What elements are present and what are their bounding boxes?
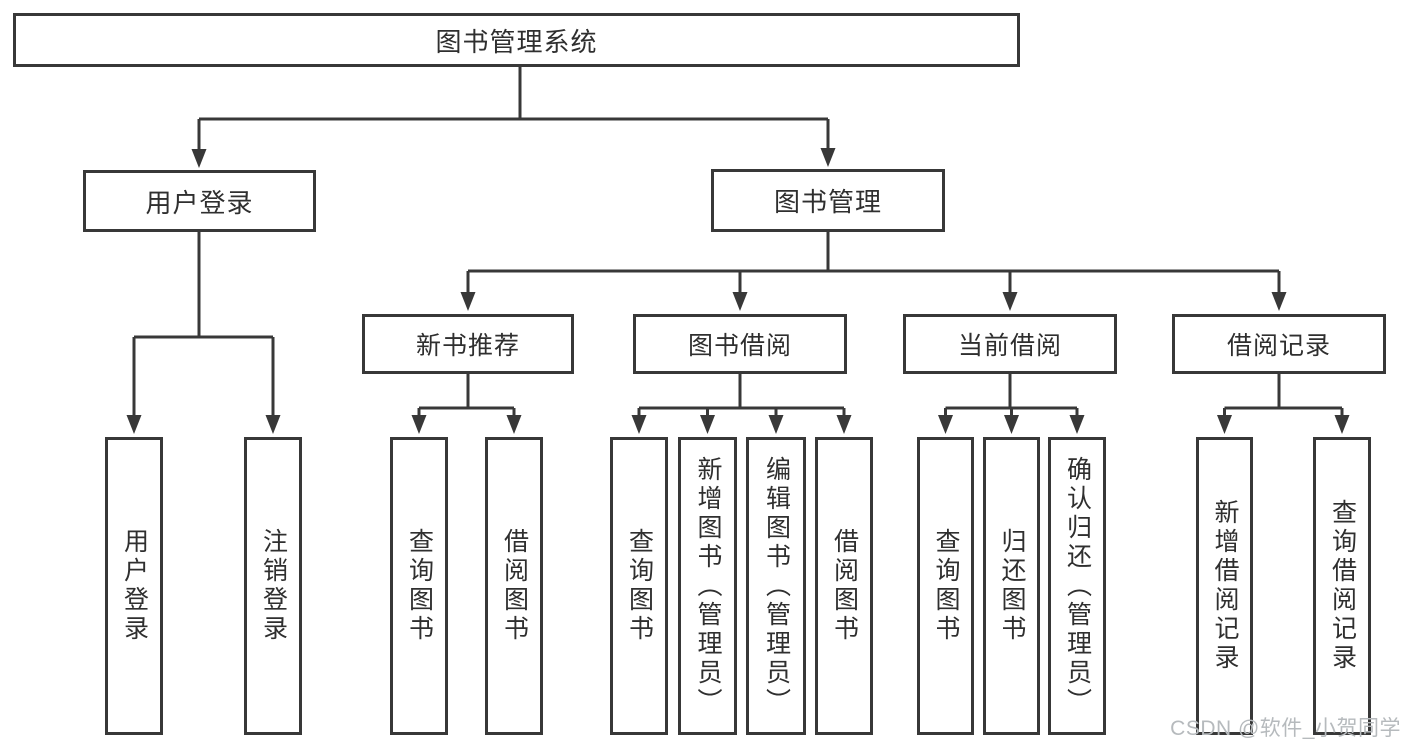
node-user-login: 用户登录 <box>83 170 316 232</box>
leaf-borrow-books-borrow: 借阅图书 <box>815 437 873 735</box>
node-label: 确认归还（管理员） <box>1063 455 1092 717</box>
node-book-management: 图书管理 <box>711 169 945 232</box>
node-label: 编辑图书（管理员） <box>762 455 791 717</box>
leaf-edit-books-admin: 编辑图书（管理员） <box>746 437 806 735</box>
node-library-management-system: 图书管理系统 <box>13 13 1020 67</box>
leaf-add-books-admin: 新增图书（管理员） <box>678 437 737 735</box>
leaf-query-books-newbook: 查询图书 <box>390 437 448 735</box>
node-label: 新书推荐 <box>415 332 520 360</box>
leaf-query-books-borrow: 查询图书 <box>610 437 668 735</box>
node-label: 查询图书 <box>625 528 654 644</box>
node-label: 归还图书 <box>998 528 1026 644</box>
node-label: 借阅记录 <box>1226 332 1331 360</box>
node-label: 查询图书 <box>932 528 960 644</box>
leaf-user-login: 用户登录 <box>105 437 163 735</box>
leaf-return-books: 归还图书 <box>983 437 1040 735</box>
node-book-borrowing: 图书借阅 <box>633 314 847 374</box>
leaf-borrow-books-newbook: 借阅图书 <box>485 437 543 735</box>
node-label: 图书管理系统 <box>435 26 598 57</box>
node-label: 借阅图书 <box>500 528 529 644</box>
node-label: 新增图书（管理员） <box>694 455 722 717</box>
node-borrowing-records: 借阅记录 <box>1172 314 1386 374</box>
node-label: 查询借阅记录 <box>1328 499 1357 673</box>
node-label: 当前借阅 <box>957 332 1062 360</box>
leaf-logout: 注销登录 <box>244 437 302 735</box>
node-label: 新增借阅记录 <box>1211 499 1239 673</box>
node-label: 用户登录 <box>145 187 254 218</box>
node-label: 图书管理 <box>773 187 882 217</box>
node-current-borrowing: 当前借阅 <box>903 314 1117 374</box>
leaf-query-books-current: 查询图书 <box>917 437 974 735</box>
node-new-book-recommendation: 新书推荐 <box>362 314 574 374</box>
node-label: 用户登录 <box>120 528 149 644</box>
watermark-csdn: CSDN @软件_小贺同学 <box>1170 717 1401 740</box>
leaf-confirm-return-admin: 确认归还（管理员） <box>1048 437 1106 735</box>
node-label: 查询图书 <box>405 528 434 644</box>
leaf-query-borrow-record: 查询借阅记录 <box>1313 437 1371 735</box>
node-label: 注销登录 <box>259 528 288 644</box>
leaf-add-borrow-record: 新增借阅记录 <box>1196 437 1253 735</box>
node-label: 借阅图书 <box>830 528 859 644</box>
node-label: 图书借阅 <box>687 332 792 360</box>
